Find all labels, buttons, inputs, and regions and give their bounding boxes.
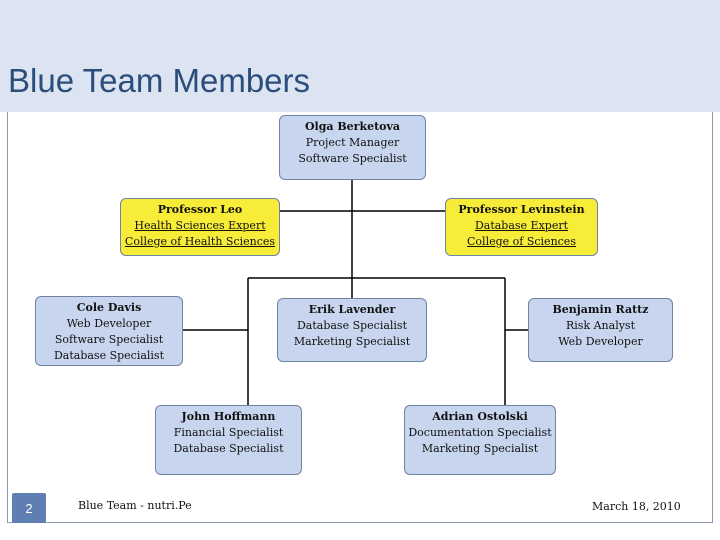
node-role: Marketing Specialist — [293, 335, 411, 348]
node-name: Olga Berketova — [304, 120, 401, 133]
node-adrian-ostolski: Adrian Ostolski Documentation Specialist… — [404, 405, 556, 475]
node-role: Database Expert — [474, 219, 569, 232]
node-role: Web Developer — [558, 335, 643, 348]
node-name: Adrian Ostolski — [432, 410, 528, 423]
node-role: Database Specialist — [173, 442, 284, 455]
node-role: Database Specialist — [296, 319, 408, 332]
footer-date: March 18, 2010 — [592, 500, 681, 513]
frame-left-border — [7, 112, 8, 522]
node-benjamin-rattz: Benjamin Rattz Risk Analyst Web Develope… — [528, 298, 673, 362]
node-role: Software Specialist — [298, 152, 407, 165]
node-role: Risk Analyst — [566, 319, 635, 332]
node-olga-berketova: Olga Berketova Project Manager Software … — [279, 115, 426, 180]
page-number: 2 — [25, 500, 33, 516]
node-professor-leo: Professor Leo Health Sciences Expert Col… — [120, 198, 280, 256]
node-role: Web Developer — [66, 317, 152, 330]
node-john-hoffmann: John Hoffmann Financial Specialist Datab… — [155, 405, 302, 475]
node-role: Database Specialist — [53, 349, 165, 362]
node-role: Marketing Specialist — [421, 442, 539, 455]
frame-bottom-border — [7, 522, 713, 523]
node-erik-lavender: Erik Lavender Database Specialist Market… — [277, 298, 427, 362]
node-role: Project Manager — [305, 136, 400, 149]
node-role: College of Health Sciences — [124, 235, 276, 248]
header-band — [0, 0, 720, 112]
node-name: Professor Levinstein — [458, 203, 585, 216]
node-role: College of Sciences — [467, 235, 576, 248]
node-name: Cole Davis — [76, 301, 142, 314]
node-name: Benjamin Rattz — [552, 303, 649, 316]
node-role: Health Sciences Expert — [134, 219, 266, 232]
frame-right-border — [712, 112, 713, 522]
slide-title: Blue Team Members — [8, 62, 311, 99]
footer-team-label: Blue Team - nutri.Pe — [78, 499, 192, 512]
node-name: John Hoffmann — [181, 410, 276, 423]
node-professor-levinstein: Professor Levinstein Database Expert Col… — [445, 198, 598, 256]
node-role: Software Specialist — [54, 333, 164, 346]
node-name: Professor Leo — [157, 203, 243, 216]
node-role: Financial Specialist — [173, 426, 284, 439]
node-role: Documentation Specialist — [408, 426, 552, 439]
page-number-badge: 2 — [12, 493, 46, 523]
node-cole-davis: Cole Davis Web Developer Software Specia… — [35, 296, 183, 366]
node-name: Erik Lavender — [308, 303, 396, 316]
